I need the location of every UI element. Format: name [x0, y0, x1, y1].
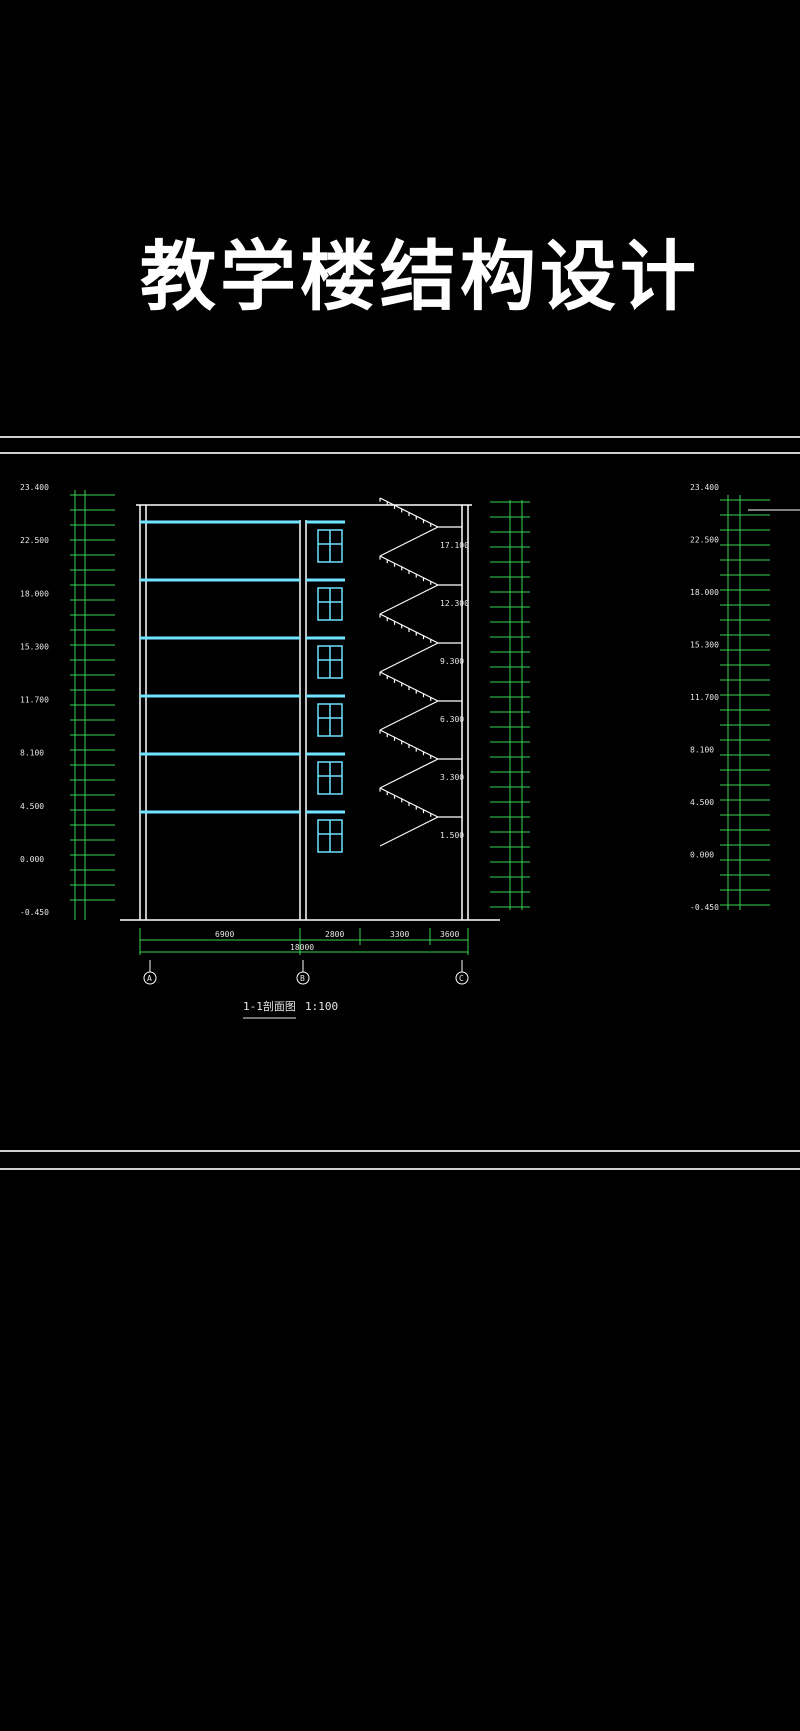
stair-flight-up — [379, 758, 439, 789]
landing-label: 12.300 — [440, 599, 469, 608]
stair-flight-up — [379, 816, 439, 847]
stair-flight-up — [379, 584, 439, 615]
right-elevation-marks — [490, 500, 530, 910]
landing-label: 17.100 — [440, 541, 469, 550]
top-divider-2 — [0, 452, 800, 454]
elevation-label: 4.500 — [20, 802, 44, 811]
axis-bubbles: A B C — [143, 971, 469, 985]
elevation-label: 22.500 — [20, 536, 49, 545]
elevation-label: 18.000 — [690, 588, 719, 597]
bottom-divider — [0, 1150, 800, 1152]
landing-label: 6.300 — [440, 715, 464, 724]
dimension-label: 2800 — [325, 930, 344, 939]
elevation-label: 23.400 — [20, 483, 49, 492]
elevation-label: 0.000 — [690, 851, 714, 860]
elevation-label: 4.500 — [690, 798, 714, 807]
elevation-label: 8.100 — [690, 746, 714, 755]
page-title: 教学楼结构设计 — [140, 232, 700, 321]
elevation-label: 11.700 — [20, 696, 49, 705]
dimension-label: 18000 — [290, 943, 314, 952]
section-drawing: 23.400 22.500 18.000 15.300 11.700 8.100 4.500… — [20, 483, 800, 1019]
dimension-label: 6900 — [215, 930, 234, 939]
elevation-label: 11.700 — [690, 693, 719, 702]
partial-section-right — [720, 495, 800, 910]
elevation-label: 8.100 — [20, 749, 44, 758]
elevation-label: 18.000 — [20, 589, 49, 598]
stair-flight-up — [379, 642, 439, 673]
landing-label: 3.300 — [440, 773, 464, 782]
elevation-label: 15.300 — [20, 642, 49, 651]
landing-label: 1.500 — [440, 831, 464, 840]
axis-circle — [143, 971, 157, 985]
building-section — [120, 504, 500, 921]
drawing-scale: 1:100 — [305, 1000, 338, 1013]
elevation-label: -0.450 — [690, 903, 719, 912]
elevation-label: -0.450 — [20, 908, 49, 917]
axis-circle — [296, 971, 310, 985]
floor-slabs — [140, 520, 345, 814]
landing-label: 9.300 — [440, 657, 464, 666]
axis-label: C — [459, 974, 464, 983]
axis-label: B — [300, 974, 305, 983]
dimension-label: 3600 — [440, 930, 459, 939]
drawing-caption: 1-1剖面图 — [243, 999, 296, 1013]
stair-flight-up — [379, 526, 439, 557]
staircase — [379, 497, 462, 847]
elevation-label: 15.300 — [690, 641, 719, 650]
windows — [317, 529, 343, 853]
axis-circle — [455, 971, 469, 985]
top-divider — [0, 436, 800, 438]
bottom-divider-2 — [0, 1168, 800, 1170]
elevation-label: 22.500 — [690, 536, 719, 545]
axis-label: A — [147, 974, 152, 983]
dimension-label: 3300 — [390, 930, 409, 939]
left-elevation-marks — [70, 490, 115, 920]
elevation-label: 0.000 — [20, 855, 44, 864]
stair-flight-up — [379, 700, 439, 731]
elevation-label: 23.400 — [690, 483, 719, 492]
bottom-dimensions — [139, 928, 469, 972]
